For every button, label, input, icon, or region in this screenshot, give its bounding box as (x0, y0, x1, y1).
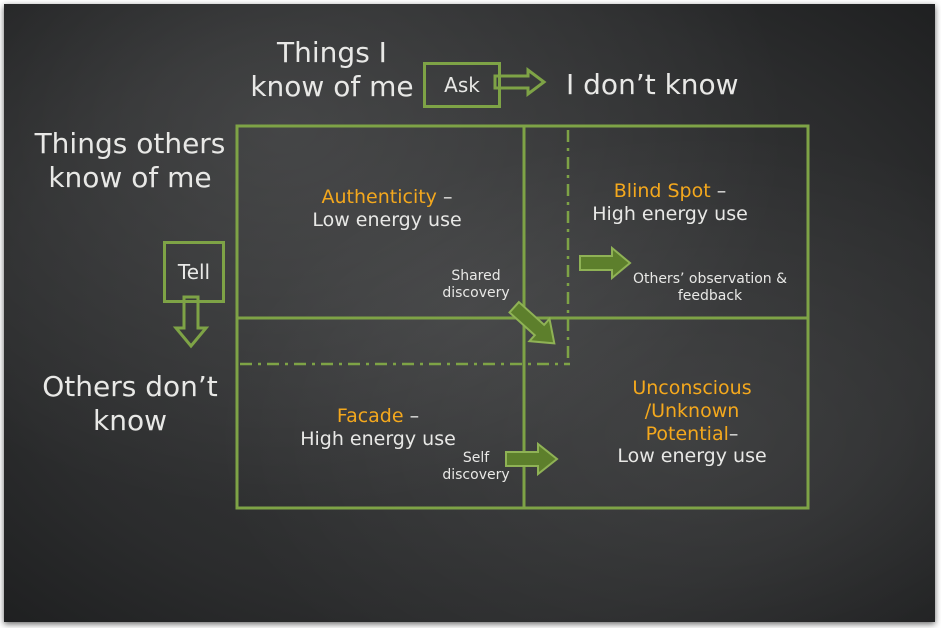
observation-feedback-label: Others’ observation & feedback (620, 271, 800, 305)
known-to-self-label: Things I know of me (232, 36, 432, 103)
tell-arrow (172, 295, 210, 349)
shared-discovery-line1: Shared (451, 268, 501, 284)
observation-line1: Others’ observation & (632, 271, 788, 287)
unknown-to-others-line2: know (93, 403, 167, 437)
known-to-others-label: Things others know of me (30, 127, 230, 194)
blind-spot-dash: – (710, 180, 727, 202)
facade-title: Facade (336, 405, 404, 427)
known-to-self-line2: know of me (250, 69, 414, 103)
self-discovery-line1: Self (462, 450, 490, 466)
quadrant-unknown-potential: Unconscious /Unknown Potential– Low ener… (582, 377, 802, 468)
shared-discovery-line2: discovery (442, 284, 510, 301)
unknown-to-others-line1: Others don’t (42, 370, 218, 403)
authenticity-title: Authenticity (321, 186, 437, 208)
unknown-potential-sub: Low energy use (617, 445, 767, 468)
authenticity-sub: Low energy use (312, 208, 462, 231)
ask-label: Ask (444, 73, 480, 97)
known-to-self-line1: Things I (277, 36, 387, 69)
ask-arrow (493, 67, 547, 97)
observation-arrow (579, 245, 632, 281)
facade-sub: High energy use (300, 427, 456, 450)
tell-label: Tell (177, 260, 211, 284)
quadrant-facade: Facade – High energy use (268, 405, 488, 451)
quadrant-authenticity: Authenticity – Low energy use (262, 186, 512, 232)
facade-dash: – (403, 405, 420, 427)
self-discovery-label: Self discovery (436, 450, 516, 484)
blind-spot-title: Blind Spot (613, 180, 711, 202)
unknown-potential-title-3: Potential (645, 422, 729, 445)
quadrant-blind-spot: Blind Spot – High energy use (560, 180, 780, 226)
blind-spot-sub: High energy use (592, 202, 748, 225)
authenticity-dash: – (436, 186, 453, 208)
known-to-others-line1: Things others (34, 127, 226, 160)
shared-discovery-arrow (508, 300, 556, 345)
unknown-potential-title-2: /Unknown (644, 399, 740, 422)
unknown-to-others-label: Others don’t know (30, 370, 230, 437)
self-discovery-arrow (505, 441, 559, 477)
observation-line2: feedback (677, 287, 743, 304)
unknown-to-self-label: I don’t know (566, 68, 739, 101)
self-discovery-line2: discovery (442, 466, 510, 483)
unknown-potential-title-1: Unconscious (632, 377, 752, 399)
unknown-potential-dash: – (728, 422, 739, 445)
known-to-others-line2: know of me (48, 160, 212, 194)
shared-discovery-label: Shared discovery (436, 268, 516, 302)
tell-box: Tell (163, 241, 225, 303)
ask-box: Ask (423, 62, 501, 108)
